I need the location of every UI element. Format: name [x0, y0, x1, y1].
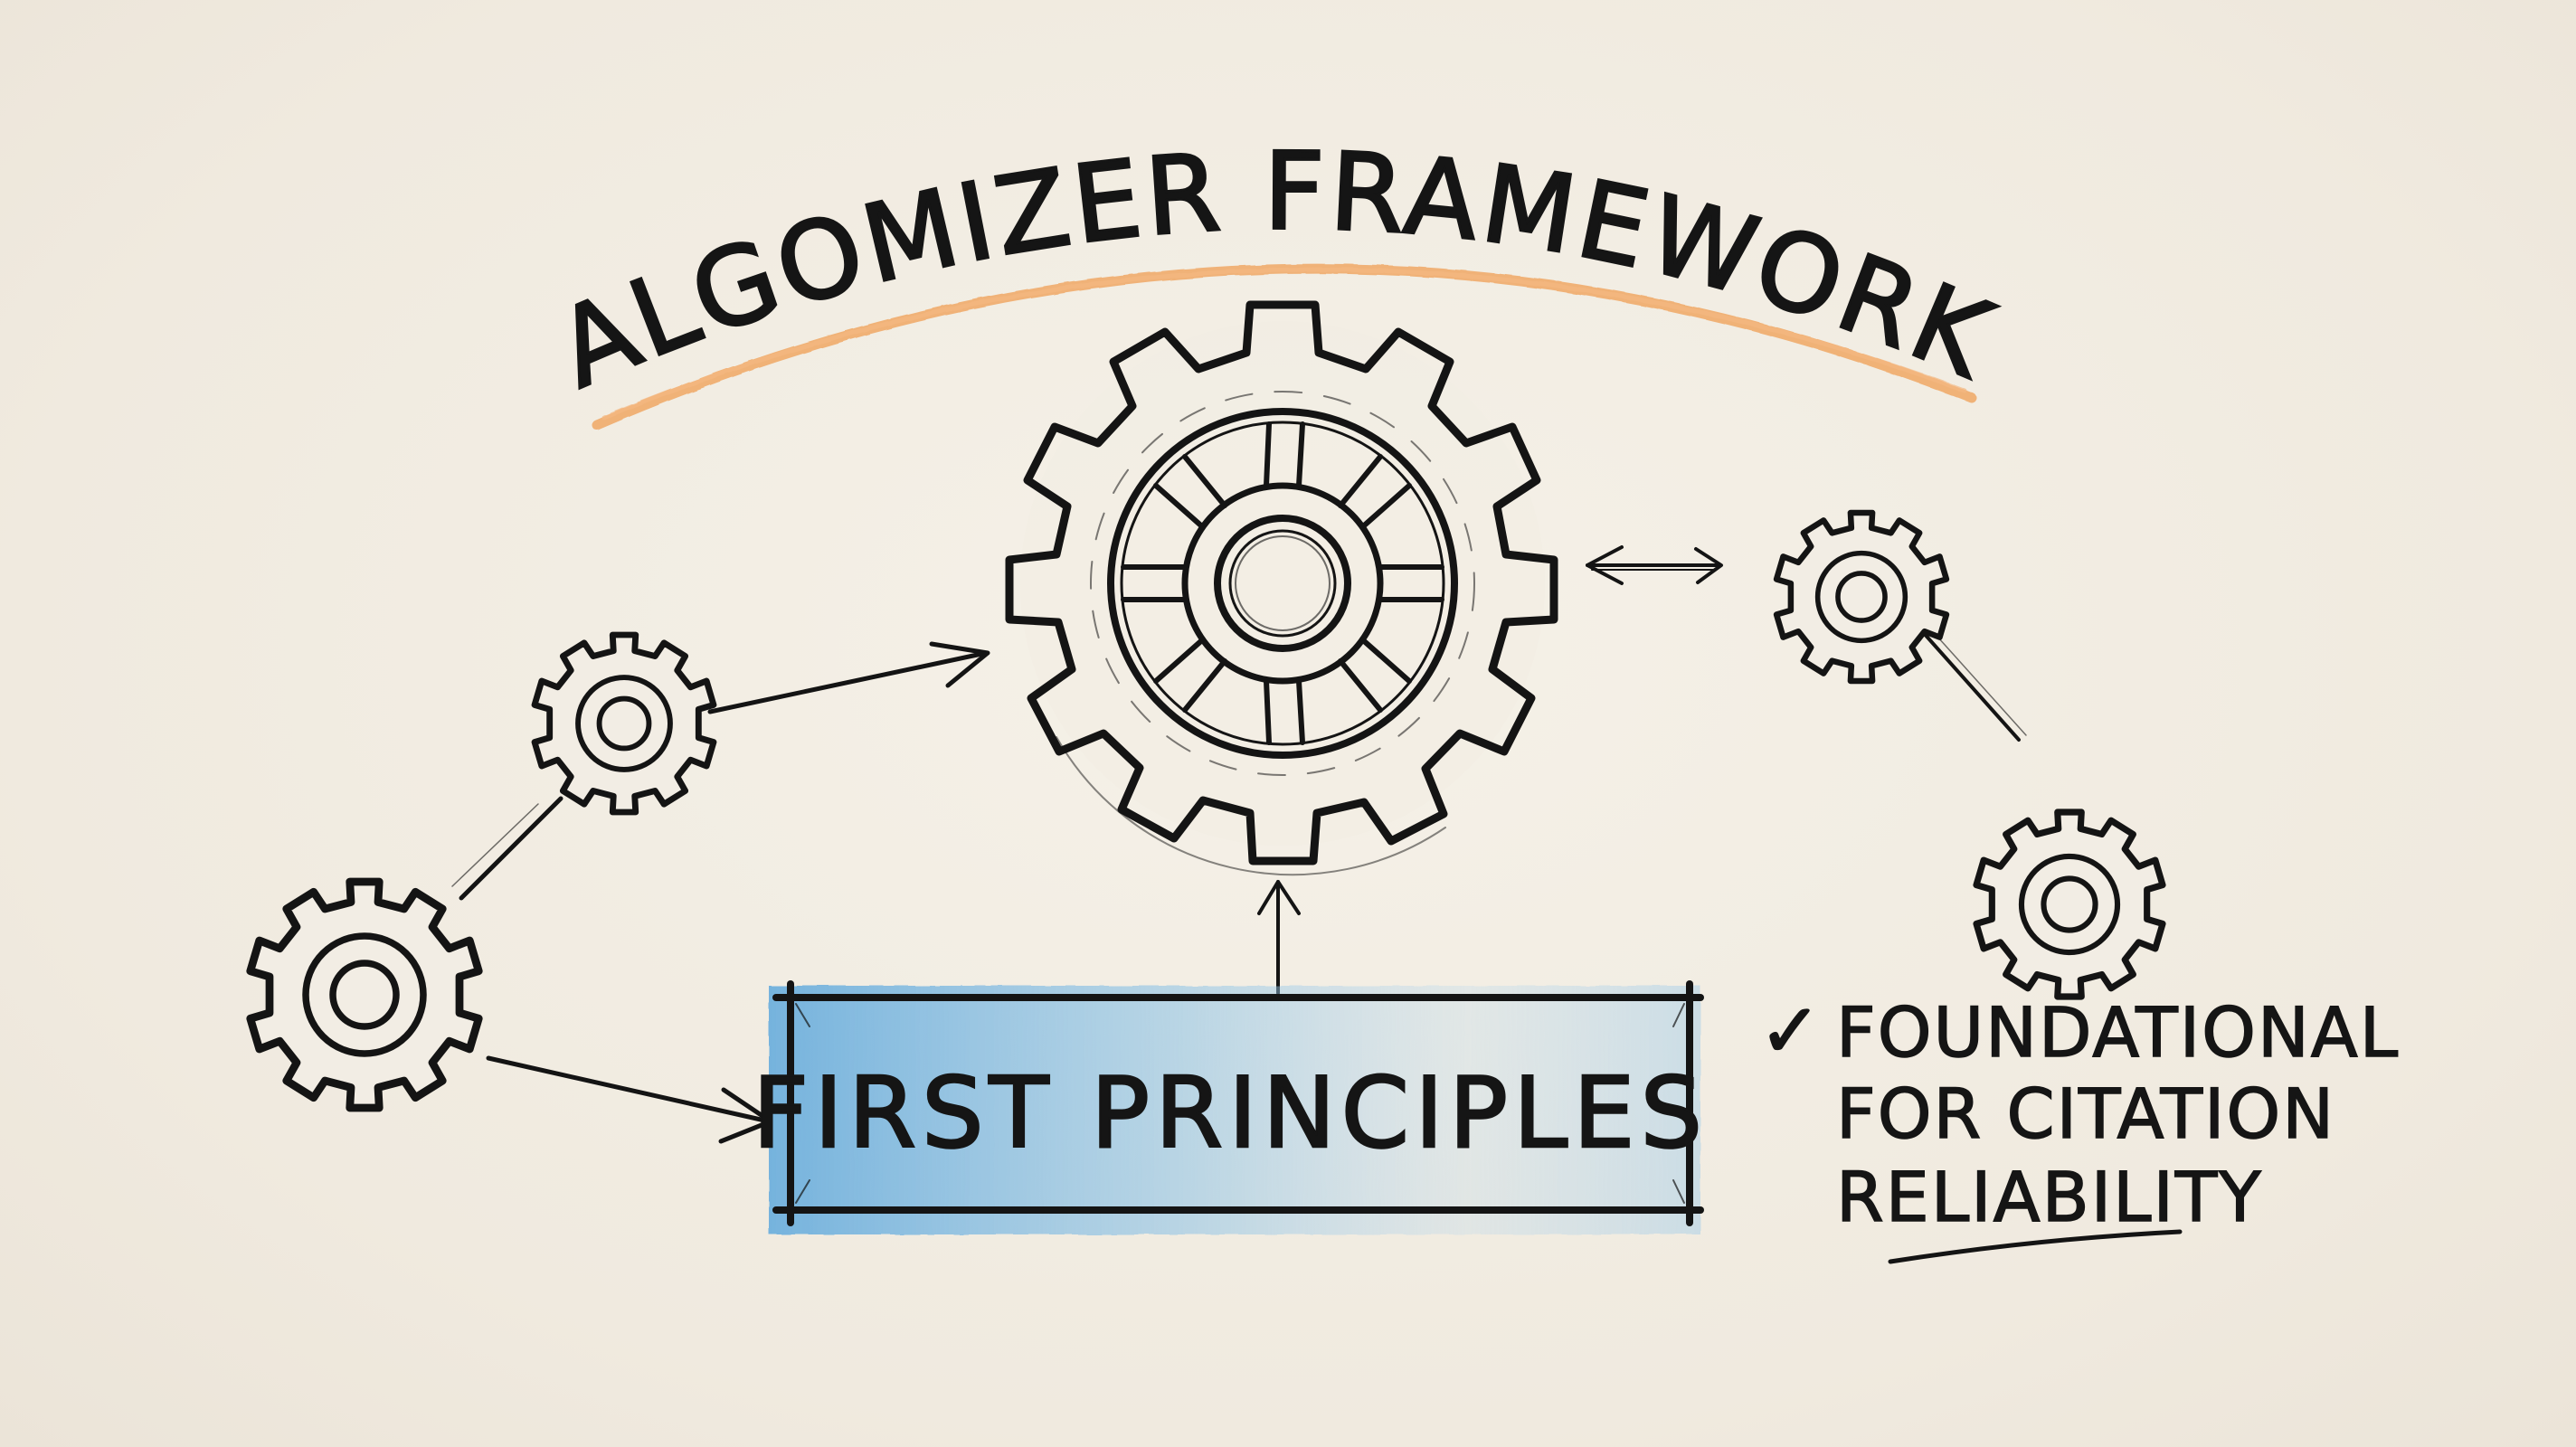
- central-gear-icon: [1005, 300, 1558, 876]
- annotation-line-2: FOR CITATION: [1836, 1073, 2335, 1154]
- check-icon: ✓: [1759, 988, 1822, 1074]
- small-gear-a-icon: [535, 635, 714, 812]
- first-principles-box: [769, 980, 1704, 1234]
- small-gear-b-icon: [251, 882, 479, 1108]
- box-blue-shading: [769, 986, 1700, 1234]
- arrow-main-gearC-bidirectional: [1586, 545, 1723, 585]
- annotation-line-1: FOUNDATIONAL: [1836, 992, 2400, 1073]
- small-gear-d-icon: [1976, 812, 2163, 997]
- link-gearC-gearD: [1920, 627, 2027, 742]
- arrow-gearB-to-box: [486, 1055, 773, 1144]
- annotation: ✓ FOUNDATIONAL FOR CITATION RELIABILITY: [1758, 988, 2400, 1264]
- link-gearB-gearA: [451, 796, 564, 901]
- arrow-gearA-to-main: [707, 641, 990, 714]
- first-principles-label: FIRST PRINCIPLES: [753, 1057, 1708, 1170]
- annotation-line-3: RELIABILITY: [1836, 1157, 2263, 1237]
- annotation-underline: [1888, 1229, 2183, 1264]
- arrow-box-to-main: [1257, 880, 1301, 995]
- title-underline-arc: [592, 263, 1977, 430]
- gear-spokes: [1121, 421, 1444, 745]
- small-gear-c-icon: [1776, 513, 1946, 681]
